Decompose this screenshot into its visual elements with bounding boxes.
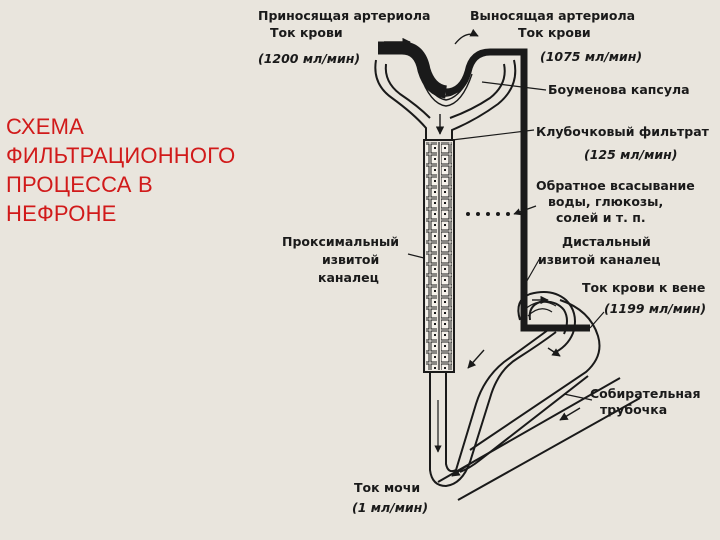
label-vein-1: Ток крови к вене <box>582 280 705 295</box>
label-filtrate-1: Клубочковый фильтрат <box>536 124 710 139</box>
label-collecting-2: трубочка <box>600 402 667 417</box>
label-afferent-2: Ток крови <box>270 25 343 40</box>
label-reabsorption-3: солей и т. п. <box>556 210 646 225</box>
proximal-tubule <box>423 139 455 373</box>
afferent-arteriole <box>378 41 448 99</box>
label-efferent-1: Выносящая артериола <box>470 8 635 23</box>
label-filtrate-2: (125 мл/мин) <box>584 147 677 162</box>
label-vein-2: (1199 мл/мин) <box>604 301 706 316</box>
label-bowman: Боуменова капсула <box>548 82 690 97</box>
bowman-capsule <box>374 59 517 140</box>
label-afferent-1: Приносящая артериола <box>258 8 430 23</box>
leader-lines <box>407 81 605 401</box>
labels: Приносящая артериола Ток крови (1200 мл/… <box>258 8 710 515</box>
label-urine-2: (1 мл/мин) <box>352 500 428 515</box>
flow-arrows <box>384 28 581 477</box>
label-reabsorption-1: Обратное всасывание <box>536 178 695 193</box>
title-line-2: ФИЛЬТРАЦИОННОГО <box>6 143 236 168</box>
label-reabsorption-2: воды, глюкозы, <box>548 194 663 209</box>
label-distal-1: Дистальный <box>562 234 651 249</box>
distal-tubule <box>517 291 576 353</box>
label-proximal-1: Проксимальный <box>282 234 399 249</box>
slide-title: СХЕМА ФИЛЬТРАЦИОННОГО ПРОЦЕССА В НЕФРОНЕ <box>6 112 256 228</box>
label-collecting-1: Собирательная <box>590 386 701 401</box>
title-line-1: СХЕМА <box>6 114 84 139</box>
title-line-3: ПРОЦЕССА В <box>6 172 153 197</box>
label-proximal-3: каналец <box>318 270 379 285</box>
label-efferent-2: Ток крови <box>518 25 591 40</box>
label-proximal-2: извитой <box>322 252 379 267</box>
label-distal-2: извитой каналец <box>538 252 661 267</box>
label-urine-1: Ток мочи <box>354 480 420 495</box>
loop-of-henle <box>429 329 557 488</box>
reabsorption-dots <box>466 212 510 216</box>
label-efferent-3: (1075 мл/мин) <box>540 49 642 64</box>
glomerulus <box>419 73 473 107</box>
label-afferent-3: (1200 мл/мин) <box>258 51 360 66</box>
title-line-4: НЕФРОНЕ <box>6 201 117 226</box>
